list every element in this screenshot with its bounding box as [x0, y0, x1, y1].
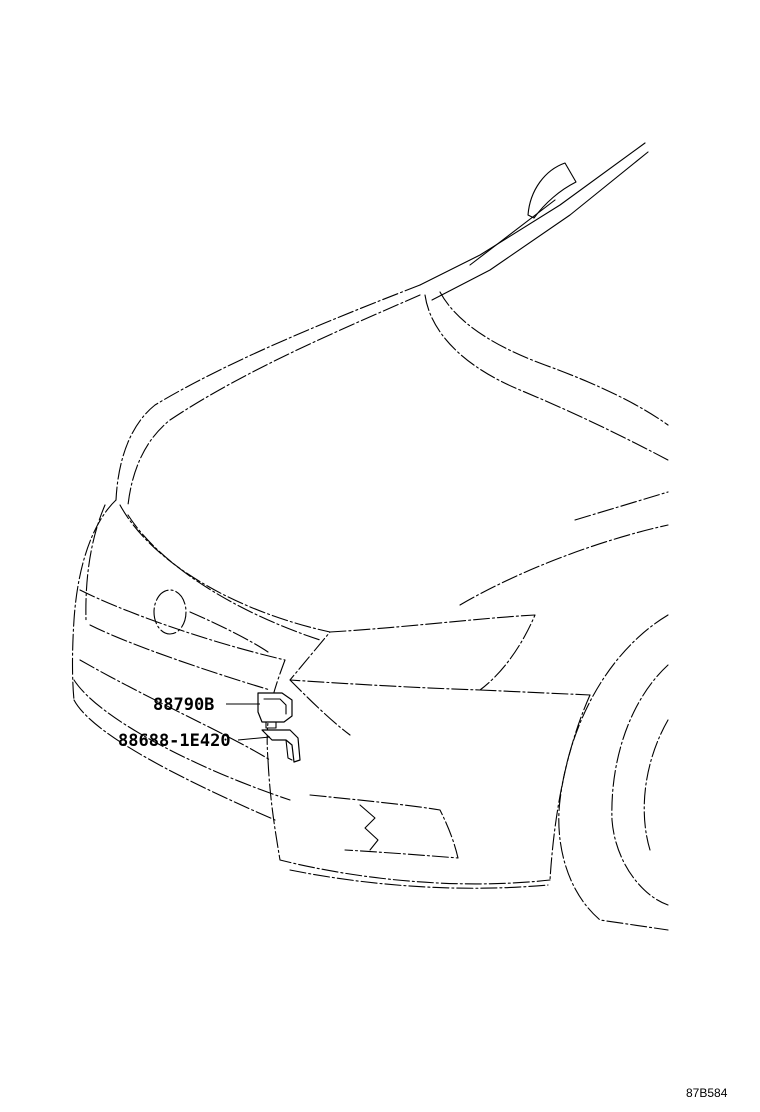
leader-line-88688-1e420 — [237, 736, 271, 741]
sensor-part-88790b — [257, 692, 293, 729]
part-label-88688-1e420: 88688-1E420 — [118, 731, 231, 751]
part-label-88790b: 88790B — [153, 695, 214, 715]
car-outline — [71, 142, 669, 931]
bracket-part-88688-1e420 — [261, 729, 301, 763]
figure-code: 87B584 — [686, 1086, 728, 1100]
